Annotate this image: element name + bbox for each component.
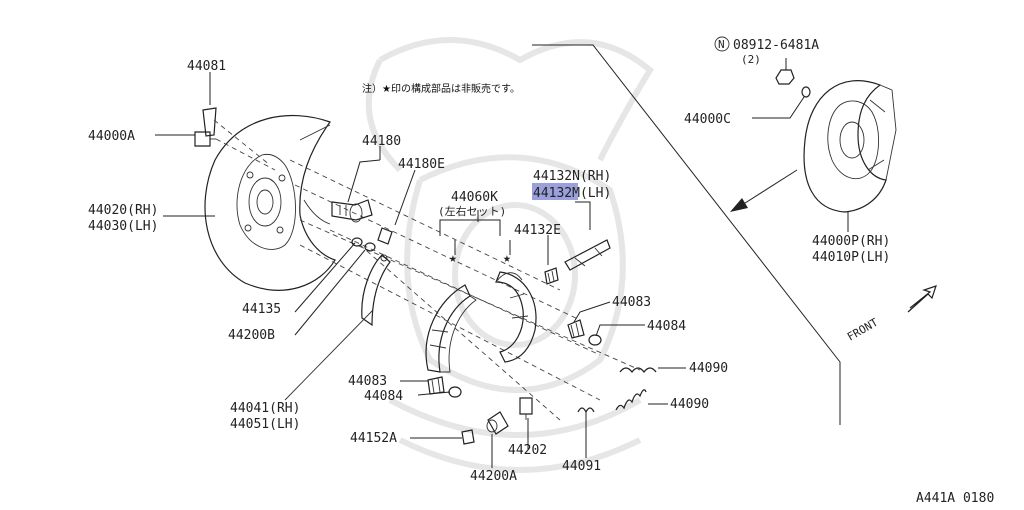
label-44090-upper[interactable]: 44090	[689, 361, 728, 376]
cup-44084a	[588, 334, 602, 346]
front-arrow-icon	[907, 285, 937, 313]
diagram-code: A441A 0180	[916, 491, 994, 506]
label-44132N[interactable]: 44132N(RH)	[533, 169, 611, 184]
assembled-brake-44000P	[803, 80, 897, 213]
brake-shoe-left	[425, 284, 477, 373]
highlight-box	[532, 183, 578, 200]
spring-44091	[577, 407, 595, 414]
bolt-44202	[519, 397, 533, 420]
spring-44090b	[615, 389, 647, 411]
label-44000P[interactable]: 44000P(RH)	[812, 234, 890, 249]
bolt-44081	[202, 107, 271, 166]
washer-44135	[351, 237, 376, 252]
lever-44041	[284, 309, 374, 401]
label-44200B[interactable]: 44200B	[228, 328, 275, 343]
label-44202[interactable]: 44202	[508, 443, 547, 458]
brake-shoe-right	[495, 271, 537, 363]
spring-44132E	[544, 267, 559, 285]
strut-44132	[564, 239, 611, 271]
star-marker-right: ★	[503, 251, 511, 266]
n-circle-icon	[714, 36, 730, 52]
label-44060K-sub: (左右セット)	[438, 204, 506, 218]
lever-44200B	[361, 254, 391, 327]
label-44041[interactable]: 44041(RH)	[230, 401, 300, 416]
label-44135[interactable]: 44135	[242, 302, 281, 317]
washer-44000C	[801, 86, 811, 98]
nut-44152A	[461, 429, 475, 445]
leader-lines	[155, 58, 849, 468]
nut-08912	[775, 69, 795, 85]
label-44091[interactable]: 44091	[562, 459, 601, 474]
label-08912[interactable]: N 08912-6481A	[714, 36, 819, 53]
label-44090-lower[interactable]: 44090	[670, 397, 709, 412]
label-08912-number: 08912-6481A	[733, 38, 819, 53]
samurai-helmet-watermark-icon	[365, 37, 654, 473]
backing-plate	[204, 114, 336, 291]
label-44083-lower[interactable]: 44083	[348, 374, 387, 389]
label-44180E[interactable]: 44180E	[398, 157, 445, 172]
direction-arrow	[730, 169, 798, 212]
section-divider	[532, 44, 841, 425]
spring-44083a	[567, 319, 585, 339]
label-44000A[interactable]: 44000A	[88, 129, 135, 144]
label-44084-lower[interactable]: 44084	[364, 389, 403, 404]
adjuster-44200A	[486, 411, 509, 435]
not-sold-note: 注）★印の構成部品は非販売です。	[362, 82, 520, 95]
label-44152A[interactable]: 44152A	[350, 431, 397, 446]
label-44010P[interactable]: 44010P(LH)	[812, 250, 890, 265]
star-marker-left: ★	[449, 251, 457, 266]
n-letter: N	[718, 38, 725, 51]
label-44051[interactable]: 44051(LH)	[230, 417, 300, 432]
cup-44084b	[448, 386, 462, 398]
label-44000C[interactable]: 44000C	[684, 112, 731, 127]
label-44060K[interactable]: 44060K	[451, 190, 498, 205]
label-08912-qty: (2)	[741, 53, 761, 66]
label-44132M[interactable]: 44132M(LH)	[533, 186, 611, 201]
label-44180[interactable]: 44180	[362, 134, 401, 149]
label-44081[interactable]: 44081	[187, 59, 226, 74]
clip-44180E	[377, 227, 393, 245]
label-44200A[interactable]: 44200A	[470, 469, 517, 484]
label-44083-upper[interactable]: 44083	[612, 295, 651, 310]
label-44020[interactable]: 44020(RH)	[88, 203, 158, 218]
label-44030[interactable]: 44030(LH)	[88, 219, 158, 234]
spring-44083b	[427, 376, 445, 395]
label-44084-upper[interactable]: 44084	[647, 319, 686, 334]
adjuster-44180	[331, 199, 373, 223]
spring-44090a	[619, 367, 657, 373]
label-44132E[interactable]: 44132E	[514, 223, 561, 238]
part-labels: 44081 44000A 44020(RH) 44030(LH) 44180 4…	[88, 36, 994, 506]
bolt-44000A	[194, 131, 276, 171]
front-label: FRONT	[845, 316, 881, 344]
